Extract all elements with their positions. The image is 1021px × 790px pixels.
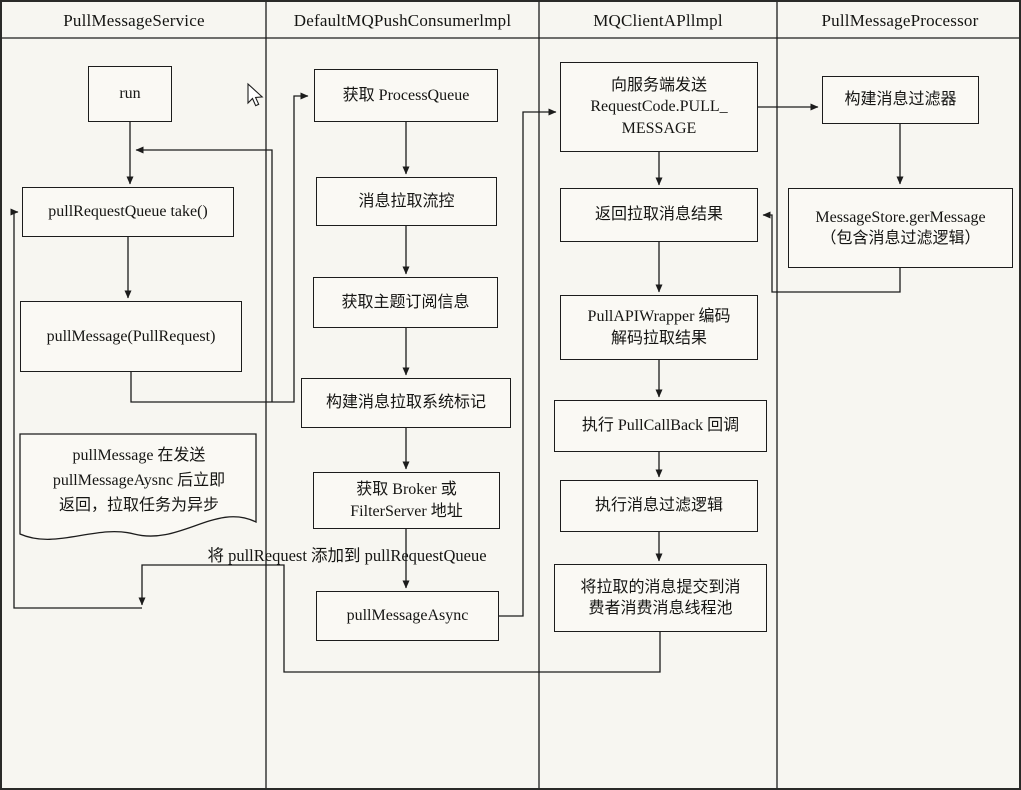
node-pullmessageasync: pullMessageAsync <box>316 591 499 641</box>
lane-title-mqclientapiimpl: MQClientAPllmpl <box>593 11 723 30</box>
arrow-pullmessageasync-to-sendrequest <box>499 108 557 617</box>
label-add-pullrequest-to-queue: 将 pullRequest 添加到 pullRequestQueue <box>207 546 487 565</box>
node-pullmessage: pullMessage(PullRequest) <box>20 301 242 372</box>
mouse-cursor-icon <box>247 82 264 107</box>
node-pull-flow-control: 消息拉取流控 <box>316 177 497 226</box>
node-get-subscription: 获取主题订阅信息 <box>313 277 498 328</box>
node-run: run <box>88 66 172 122</box>
lane-title-defaultmqpushconsumerimpl: DefaultMQPushConsumerlmpl <box>293 11 512 30</box>
node-get-processqueue: 获取 ProcessQueue <box>314 69 498 122</box>
note-pullmessage-async: pullMessage 在发送 pullMessageAysnc 后立即 返回，… <box>52 447 226 514</box>
node-build-message-filter: 构建消息过滤器 <box>822 76 979 124</box>
node-build-sysflag: 构建消息拉取系统标记 <box>301 378 511 428</box>
arrow-loop-into-take <box>10 208 142 609</box>
node-submit-to-consume-pool: 将拉取的消息提交到消 费者消费消息线程池 <box>554 564 767 632</box>
node-get-broker-address: 获取 Broker 或 FilterServer 地址 <box>313 472 500 529</box>
lane-title-pullmessageservice: PullMessageService <box>63 11 205 30</box>
node-exec-message-filter: 执行消息过滤逻辑 <box>560 480 758 532</box>
node-pullapiwrapper-decode: PullAPIWrapper 编码 解码拉取结果 <box>560 295 758 360</box>
node-exec-pullcallback: 执行 PullCallBack 回调 <box>554 400 767 452</box>
node-send-pull-request: 向服务端发送 RequestCode.PULL_ MESSAGE <box>560 62 758 152</box>
node-pullrequestqueue-take: pullRequestQueue take() <box>22 187 234 237</box>
node-return-pull-result: 返回拉取消息结果 <box>560 188 758 242</box>
lane-title-pullmessageprocessor: PullMessageProcessor <box>821 11 979 30</box>
node-messagestore-getmessage: MessageStore.gerMessage （包含消息过滤逻辑） <box>788 188 1013 268</box>
